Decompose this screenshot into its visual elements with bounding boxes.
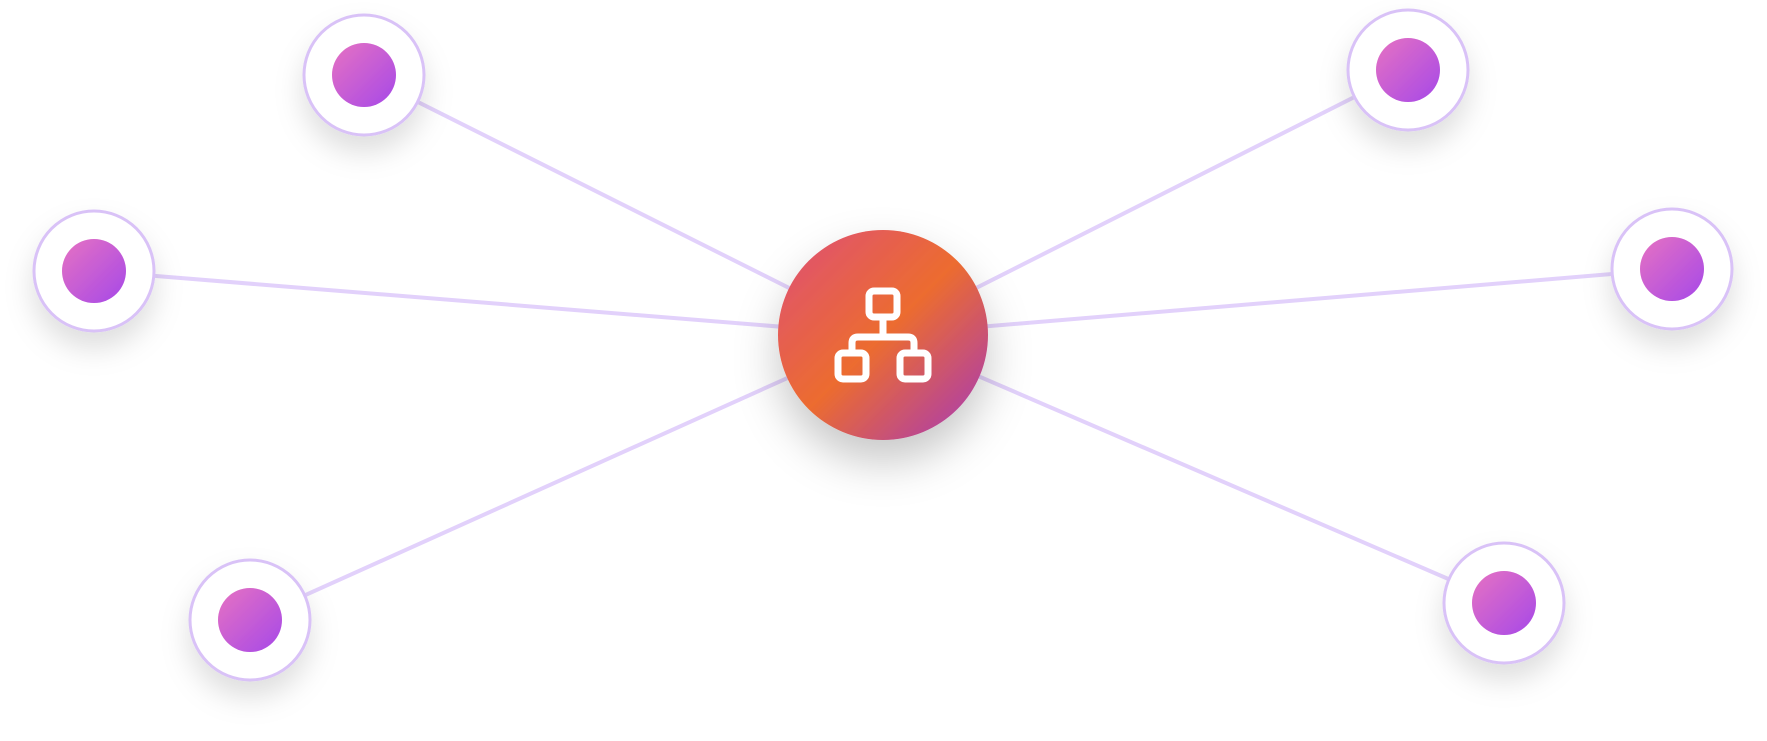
- satellite-node-top-left: [302, 13, 426, 137]
- node-dot-icon: [332, 43, 396, 107]
- node-dot-icon: [1376, 38, 1440, 102]
- connector-bottom-right: [881, 333, 1506, 605]
- satellite-node-left: [32, 209, 156, 333]
- satellite-node-right: [1610, 207, 1734, 331]
- sitemap-icon: [834, 287, 932, 383]
- hub-node: [778, 230, 988, 440]
- node-dot-icon: [218, 588, 282, 652]
- connector-bottom-left: [248, 333, 885, 622]
- connector-left: [92, 269, 885, 337]
- node-dot-icon: [1472, 571, 1536, 635]
- satellite-node-bottom-right: [1442, 541, 1566, 665]
- satellite-node-bottom-left: [188, 558, 312, 682]
- connector-right: [881, 267, 1674, 337]
- node-dot-icon: [62, 239, 126, 303]
- node-dot-icon: [1640, 237, 1704, 301]
- satellite-node-top-right: [1346, 8, 1470, 132]
